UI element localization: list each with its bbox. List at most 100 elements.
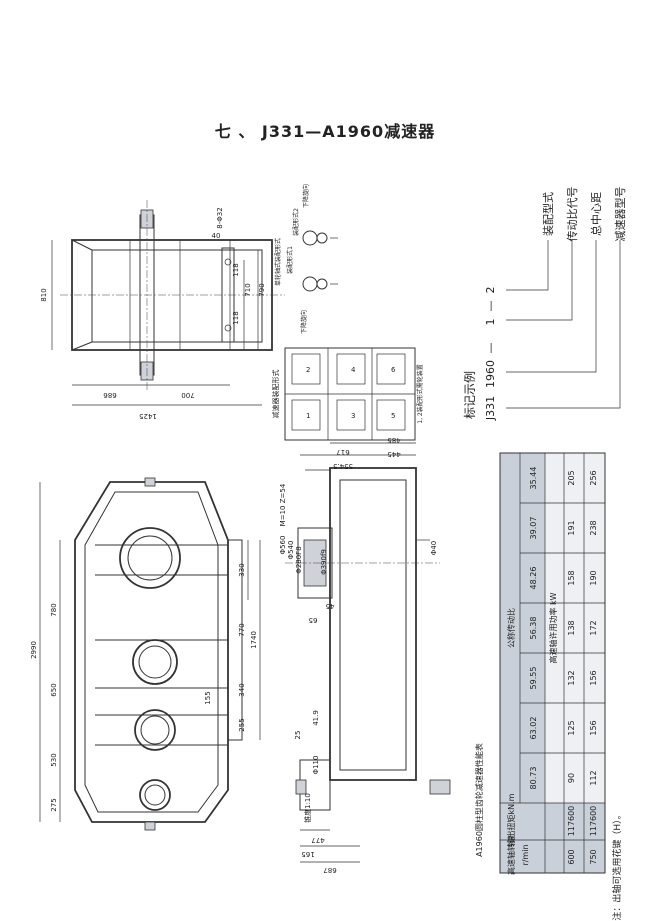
dim-2990: 2990 [30, 641, 38, 659]
perf-speed-header: 高速轴转速 [506, 835, 516, 875]
dim-phi390f9: Φ390f9 [320, 549, 328, 575]
label-taper: 锥度1:10 [303, 793, 312, 823]
perf-power-cell: 112 [589, 770, 598, 785]
assembly-icons: 装配形式1 装配形式2 下降旋向 下降旋向 单轮轴式装配形式 [274, 184, 338, 334]
dim-554-5: 554.5 [333, 462, 353, 470]
dim-1425: 1425 [139, 412, 157, 420]
dim-340: 340 [238, 683, 246, 696]
perf-power-cell: 238 [589, 520, 598, 535]
dim-275: 275 [50, 798, 58, 811]
perf-ratio-header: 公称传动比 [506, 608, 516, 648]
assembly-form-cell [291, 353, 321, 385]
assembly-form-cell [336, 353, 366, 385]
assembly-form-number: 4 [351, 366, 356, 374]
perf-torque-cell: 117600 [567, 806, 576, 837]
perf-speed-unit: r/min [521, 844, 530, 865]
dim-phi540: Φ540 [287, 541, 295, 560]
shaft-side-outline [329, 467, 417, 781]
dim-40: 40 [212, 232, 221, 240]
bearing-large [119, 527, 181, 589]
perf-ratio-cell: 63.02 [529, 717, 538, 740]
marking-code-model: J331 [484, 396, 497, 421]
perf-ratio-cell: 39.07 [529, 517, 538, 540]
dim-1740: 1740 [250, 631, 258, 649]
dim-phi110: Φ110 [312, 756, 320, 775]
dim-330: 330 [238, 563, 246, 576]
bearing-small [134, 709, 176, 751]
plan-view: 1425 686 700 810 118 710 790 118 40 8-Φ3… [40, 200, 285, 420]
perf-ratio-cell: 48.26 [529, 567, 538, 590]
perf-torque-cell: 117600 [589, 806, 598, 837]
dim-155: 155 [204, 691, 212, 704]
perf-power-cell: 156 [589, 720, 598, 735]
perf-ratio-cell: 59.55 [529, 667, 538, 690]
assembly-form-cell [336, 399, 366, 431]
dim-65: 65 [309, 616, 318, 624]
dim-45: 45 [326, 602, 335, 610]
label-ratio-code: 传动比代号 [566, 187, 579, 242]
perf-power-cell: 90 [567, 773, 576, 783]
perf-power-header: 高速轴许用功率 kW [548, 592, 558, 663]
dim-phi560: Φ560 [279, 536, 287, 555]
dim-phi40: Φ40 [430, 541, 438, 555]
perf-ratio-cell: 80.73 [529, 767, 538, 790]
label-descend-direction-1: 下降旋向 [302, 184, 310, 208]
assembly-form-cell [376, 399, 406, 431]
performance-table: A1960圆柱型齿轮减速器性能表 高速轴转速 r/min 输出扭矩kN.m 公称… [474, 452, 606, 875]
dim-780: 780 [50, 603, 58, 616]
dim-phi280f8: Φ280F8 [295, 546, 303, 573]
assembly-form-cell [376, 353, 406, 385]
front-view: 2990 780 650 530 275 330 770 1740 340 25… [30, 477, 261, 831]
dim-770: 770 [238, 623, 246, 636]
perf-table-title: A1960圆柱型齿轮减速器性能表 [474, 743, 484, 857]
dim-710: 710 [244, 283, 252, 296]
shaft-view: 617 554.5 485 445 Φ560 Φ540 Φ280F8 Φ390f… [279, 436, 451, 874]
perf-power-cell: 172 [589, 620, 598, 635]
assembly-form-number: 5 [391, 412, 395, 420]
dim-790: 790 [258, 283, 266, 296]
dim-8-phi32: 8-Φ32 [216, 207, 224, 228]
assembly-form-number: 1 [306, 412, 310, 420]
perf-speed-cell: 600 [567, 849, 576, 864]
assembly-table-note: 1, 2装配形式需轮装置 [416, 364, 424, 423]
assembly-form-cell [291, 399, 321, 431]
label-reducer-model: 减速器型号 [613, 187, 627, 242]
perf-power-cell: 132 [567, 670, 576, 685]
front-housing-outline [74, 481, 229, 823]
perf-ratio-cell: 56.38 [529, 617, 538, 640]
dim-165: 165 [301, 850, 314, 858]
marking-code-distance: 1960 [484, 360, 497, 388]
perf-power-cell: 190 [589, 570, 598, 585]
assembly-table-title: 减速器装配形式 [271, 370, 280, 419]
dim-477: 477 [311, 836, 324, 844]
dim-810: 810 [40, 288, 48, 301]
dim-118b: 118 [232, 311, 240, 324]
gear-module: M=10 Z=54 [279, 483, 287, 526]
page-title: 七 、 J331—A1960减速器 [214, 122, 436, 141]
plan-inner-outline [91, 249, 263, 343]
dim-617: 617 [336, 448, 349, 456]
perf-speed-cell: 750 [589, 849, 598, 864]
dim-700: 700 [181, 391, 194, 399]
bearing-input [139, 779, 171, 811]
label-center-distance: 总中心距 [589, 192, 603, 236]
label-descend-direction-2: 下降旋向 [300, 310, 308, 334]
perf-data-bg [545, 453, 605, 803]
input-shaft-key [295, 779, 307, 795]
perf-power-cell: 256 [589, 470, 598, 485]
marking-code-form: 2 [484, 287, 497, 294]
dim-687: 687 [323, 866, 336, 874]
label-assembly-form-2: 装配形式2 [292, 208, 300, 236]
dim-530: 530 [50, 753, 58, 766]
perf-power-cell: 156 [589, 670, 598, 685]
perf-power-cell: 138 [567, 620, 576, 635]
perf-torque-label: 输出扭矩kN.m [506, 793, 516, 846]
footnote: 备注：出轴可选用花键（H）。 [611, 810, 623, 921]
label-single-wheel-form: 单轮轴式装配形式 [274, 238, 282, 286]
perf-power-cell: 125 [567, 720, 576, 735]
bearing-mid [132, 639, 178, 685]
dim-686: 686 [103, 391, 117, 399]
marking-code-ratio: 1 [484, 319, 497, 326]
